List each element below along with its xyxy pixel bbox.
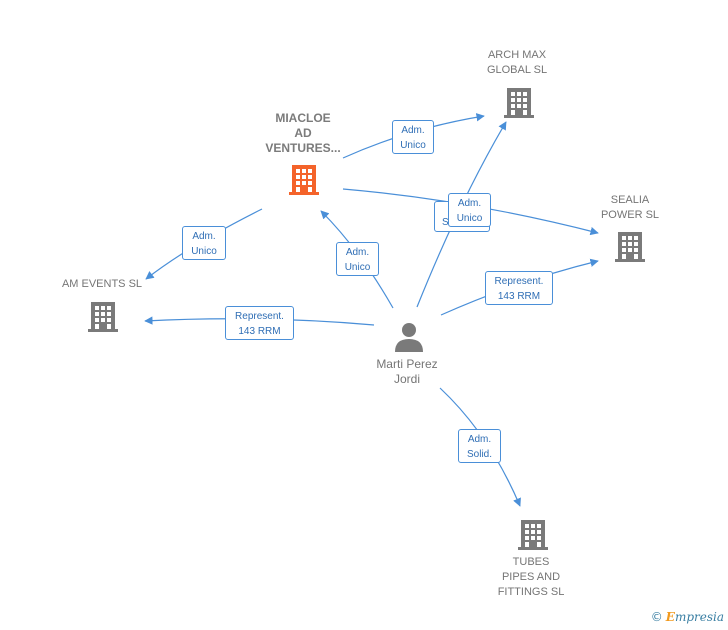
building-icon[interactable] [88, 302, 118, 332]
copyright-icon: © [650, 610, 663, 624]
relation-label[interactable]: Represent. 143 RRM [485, 271, 553, 305]
relation-label[interactable]: Adm. Unico [392, 120, 434, 154]
building-icon[interactable] [518, 520, 548, 550]
building-icon[interactable] [289, 163, 319, 195]
node-label-marti[interactable]: Marti Perez Jordi [376, 357, 438, 386]
brand-name: mpresia [674, 610, 724, 624]
relation-label[interactable]: Adm. Solid. [458, 429, 501, 463]
empresia-watermark: ©Empresia [651, 610, 724, 624]
node-label-arch-max[interactable]: ARCH MAX GLOBAL SL [486, 49, 548, 76]
building-icon[interactable] [504, 88, 534, 118]
relation-label[interactable]: Represent. 143 RRM [225, 306, 294, 340]
relation-label[interactable]: Adm. Unico [448, 193, 491, 227]
person-icon[interactable] [395, 323, 423, 352]
node-label-tubes[interactable]: TUBES PIPES AND FITTINGS SL [497, 556, 565, 598]
node-label-am-events[interactable]: AM EVENTS SL [61, 278, 143, 290]
building-icon[interactable] [615, 232, 645, 262]
relation-label[interactable]: Adm. Unico [182, 226, 226, 260]
node-label-miacloe[interactable]: MIACLOE AD VENTURES... [265, 111, 341, 155]
node-label-sealia[interactable]: SEALIA POWER SL [600, 194, 660, 221]
brand-initial: E [665, 610, 675, 624]
relation-label[interactable]: Adm. Unico [336, 242, 379, 276]
